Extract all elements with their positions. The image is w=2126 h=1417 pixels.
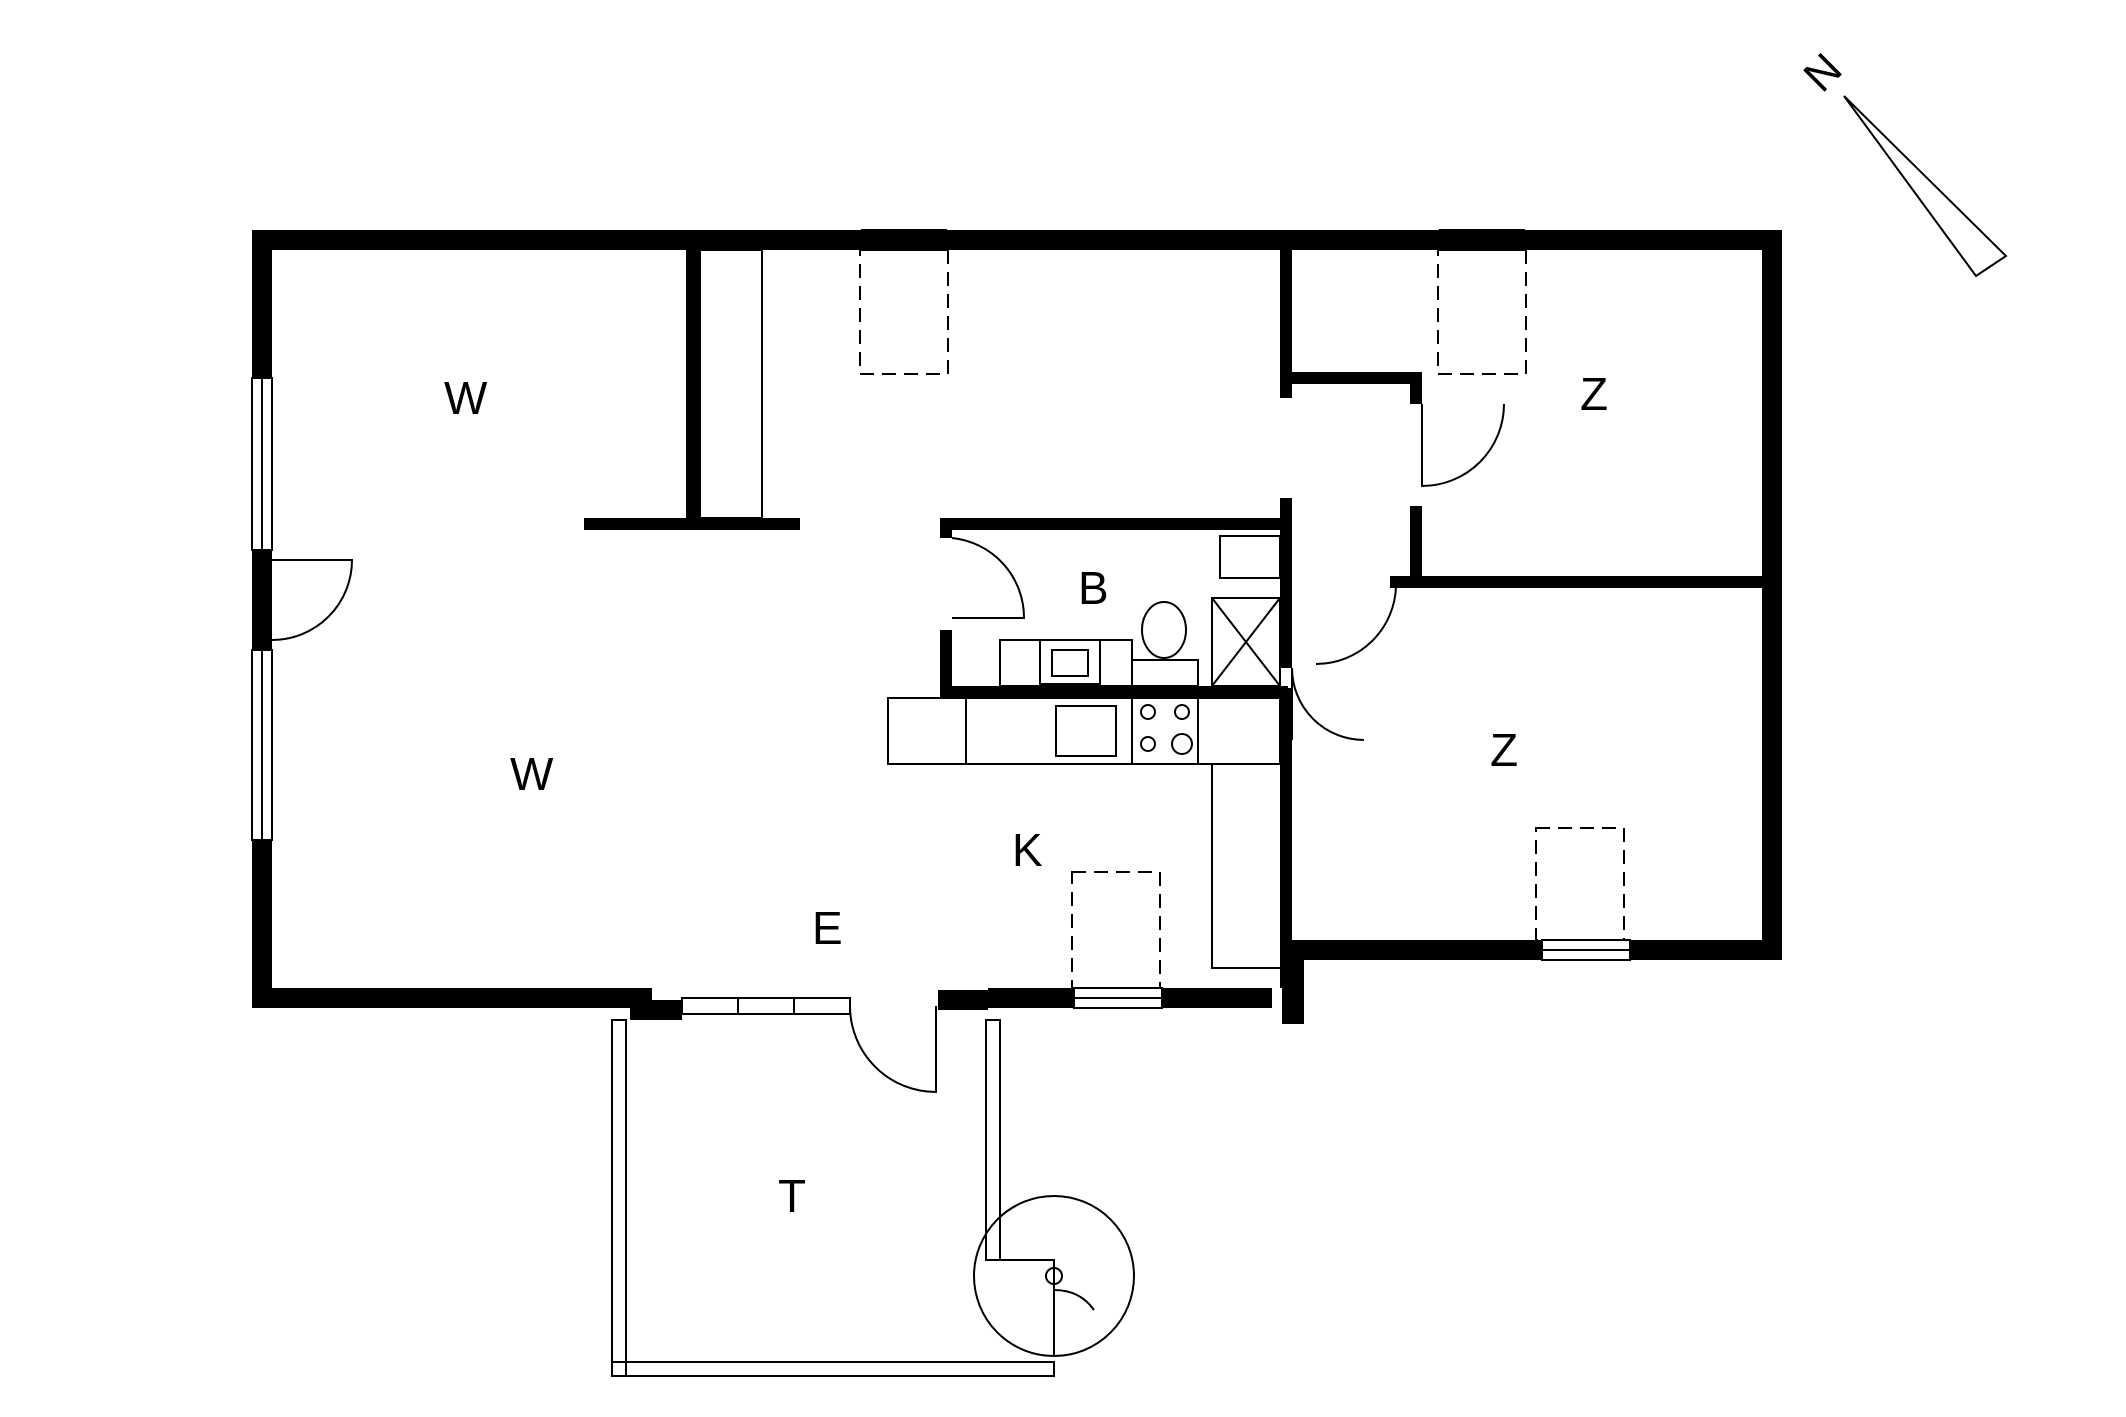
room-label-kitchen: K <box>1012 824 1043 876</box>
room-label-z-upper: Z <box>1580 368 1608 420</box>
room-label-terrace: T <box>778 1170 806 1222</box>
windows <box>251 229 1631 1015</box>
interior-walls <box>584 249 1782 988</box>
room-label-entrance: E <box>812 902 843 954</box>
bathroom-fixtures <box>999 535 1281 687</box>
room-label-w-lower: W <box>510 748 554 800</box>
room-label-bath: B <box>1078 562 1109 614</box>
room-label-w-upper: W <box>444 372 488 424</box>
terrace <box>611 1018 1135 1377</box>
room-labels: W W B K E Z Z T <box>444 368 1608 1222</box>
north-label: N <box>1794 44 1851 101</box>
room-label-z-lower: Z <box>1490 724 1518 776</box>
doors <box>271 403 1505 1094</box>
north-arrow: N <box>1794 44 2008 278</box>
kitchen-fixtures <box>887 697 1282 969</box>
skylights <box>859 249 1625 989</box>
exterior-walls <box>252 230 1782 1024</box>
